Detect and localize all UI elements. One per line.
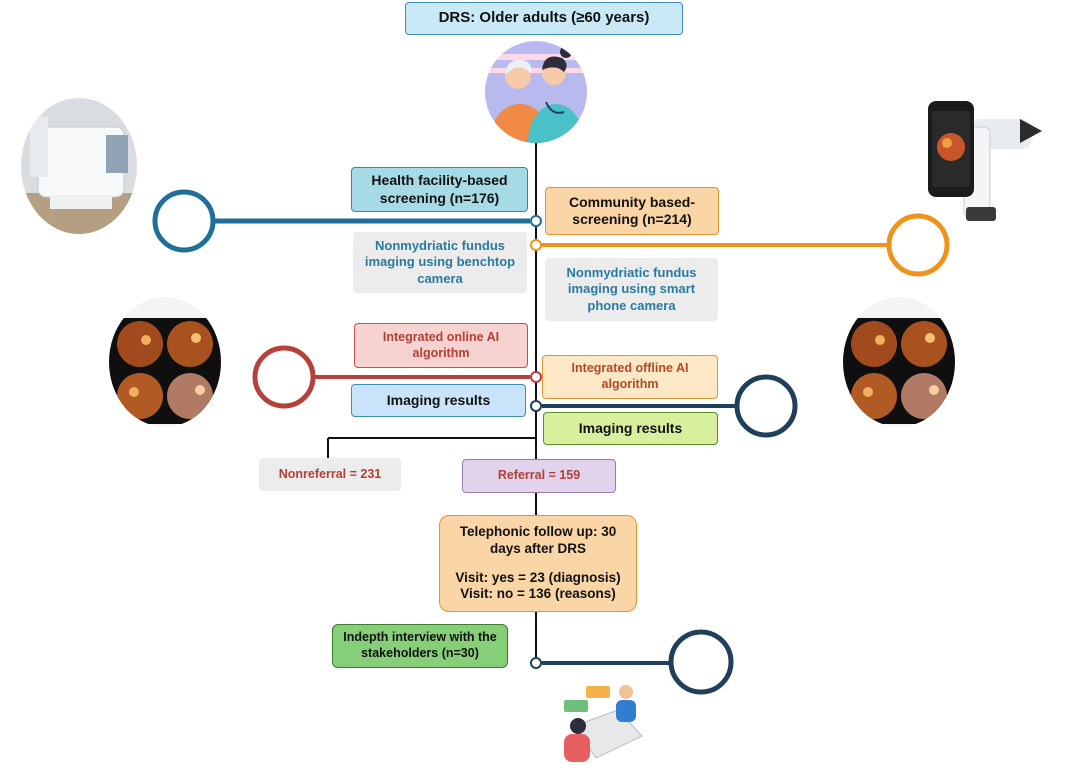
imaging-results-right-box: Imaging results [543,412,718,445]
nonreferral-text: Nonreferral = 231 [278,466,382,481]
followup-box: Telephonic follow up: 30 days after DRS … [439,515,637,612]
imaging-results-right-text: Imaging results [578,419,683,436]
interview-branch-circle [668,629,734,695]
results-branch-node [530,400,542,412]
health-branch-node [530,215,542,227]
followup-line1: Telephonic follow up: 30 days after DRS [459,523,617,556]
interview-branch-node [530,657,542,669]
offline-ai-text: Integrated offline AI algorithm [571,361,689,391]
interview-people-icon [564,685,643,762]
interview-text: Indepth interview with the stakeholders … [343,630,497,660]
online-branch-node [530,371,542,383]
health-facility-box: Health facility-based screening (n=176) [351,167,528,212]
followup-line3: Visit: no = 136 (reasons) [460,586,616,602]
benchtop-text: Nonmydriatic fundus imaging using bencht… [364,238,516,286]
referral-text: Referral = 159 [497,468,581,483]
imaging-results-left-text: Imaging results [386,391,491,408]
online-ai-text: Integrated online AI algorithm [382,329,500,360]
benchtop-camera-icon [21,98,137,234]
community-branch-circle [886,213,950,277]
handheld-camera-icon [928,101,1042,221]
benchtop-box: Nonmydriatic fundus imaging using bencht… [353,232,527,293]
health-branch-circle [152,189,216,253]
smartphone-text: Nonmydriatic fundus imaging using smart … [566,265,697,313]
community-branch-node [530,239,542,251]
imaging-results-left-box: Imaging results [351,384,526,417]
online-ai-box: Integrated online AI algorithm [354,323,528,368]
fundus-images-left-icon [109,297,221,427]
community-box: Community based-screening (n=214) [545,187,719,235]
caregiver-elder-icon [485,41,587,143]
smartphone-box: Nonmydriatic fundus imaging using smart … [545,258,718,321]
health-facility-text: Health facility-based screening (n=176) [371,172,508,206]
referral-box: Referral = 159 [462,459,616,493]
community-text: Community based-screening (n=214) [568,193,695,228]
fundus-images-right-icon [843,297,955,427]
title-text: DRS: Older adults (≥60 years) [438,9,650,27]
online-branch-circle [252,345,316,409]
results-branch-circle [734,374,798,438]
followup-line2: Visit: yes = 23 (diagnosis) [455,569,621,585]
offline-ai-box: Integrated offline AI algorithm [542,355,718,399]
interview-box: Indepth interview with the stakeholders … [332,624,508,668]
nonreferral-box: Nonreferral = 231 [259,458,401,491]
title-box: DRS: Older adults (≥60 years) [405,2,683,35]
